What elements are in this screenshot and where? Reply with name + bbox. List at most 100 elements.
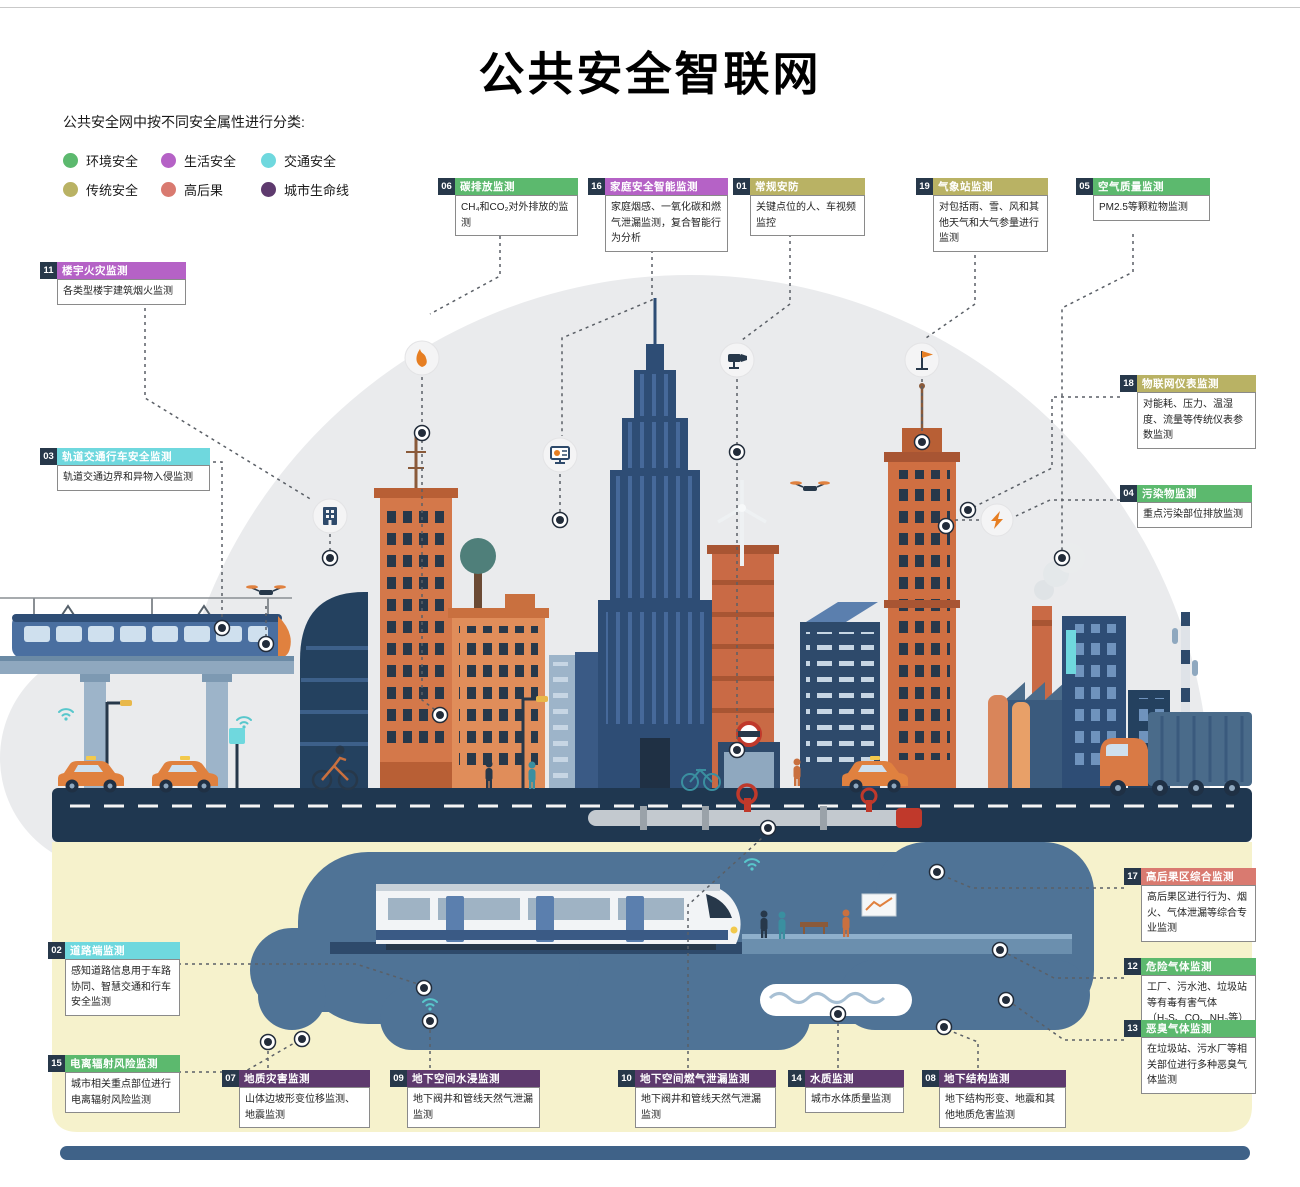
callout-header: 04 污染物监测	[1120, 485, 1252, 502]
callout-home-safety: 16 家庭安全智能监测 家庭烟感、一氧化碳和燃气泄漏监测，复合智能行为分析	[588, 178, 728, 252]
callout-number: 17	[1124, 868, 1141, 885]
callout-number: 19	[916, 178, 933, 195]
callout-header: 07 地质灾害监测	[222, 1070, 370, 1087]
subway-entrance	[718, 721, 780, 788]
water-pocket	[760, 984, 912, 1016]
callout-body: CH₄和CO₂对外排放的监测	[455, 195, 578, 236]
callout-header: 10 地下空间燃气泄漏监测	[618, 1070, 776, 1087]
truck	[1100, 712, 1252, 796]
callout-number: 14	[788, 1070, 805, 1087]
callout-number: 10	[618, 1070, 635, 1087]
callout-body: 重点污染部位排放监测	[1137, 502, 1252, 528]
callout-number: 07	[222, 1070, 239, 1087]
legend-label: 传统安全	[86, 183, 139, 198]
callout-number: 03	[40, 448, 57, 465]
callout-body: 对包括雨、雪、风和其他天气和大气参量进行监测	[933, 195, 1048, 252]
callout-header: 01 常规安防	[733, 178, 865, 195]
callout-body: 地下结构形变、地震和其他地质危害监测	[939, 1087, 1066, 1128]
callout-title: 碳排放监测	[455, 178, 578, 195]
callout-iot-meter: 18 物联网仪表监测 对能耗、压力、温湿度、流量等传统仪表参数监测	[1120, 375, 1256, 449]
legend-item: 传统安全	[63, 175, 161, 204]
callout-title: 高后果区综合监测	[1141, 868, 1256, 885]
callout-header: 05 空气质量监测	[1076, 178, 1210, 195]
scene-icons	[245, 340, 1014, 596]
callout-underground-structure: 08 地下结构监测 地下结构形变、地震和其他地质危害监测	[922, 1070, 1066, 1128]
callout-underground-gas-leak: 10 地下空间燃气泄漏监测 地下阀井和管线天然气泄漏监测	[618, 1070, 776, 1128]
callout-odor-gas: 13 恶臭气体监测 在垃圾站、污水厂等相关部位进行多种恶臭气体监测	[1124, 1020, 1256, 1094]
callout-title: 楼宇火灾监测	[57, 262, 186, 279]
callout-header: 08 地下结构监测	[922, 1070, 1066, 1087]
top-rule	[0, 7, 1300, 8]
callout-title: 气象站监测	[933, 178, 1048, 195]
legend-label: 环境安全	[86, 154, 139, 169]
building-icon	[312, 498, 348, 534]
legend-color-dot	[261, 182, 276, 197]
callout-number: 06	[438, 178, 455, 195]
legend-color-dot	[161, 153, 176, 168]
callout-number: 01	[733, 178, 750, 195]
callout-title: 空气质量监测	[1093, 178, 1210, 195]
callout-title: 地下空间水浸监测	[407, 1070, 540, 1087]
callout-ionizing-radiation: 15 电离辐射风险监测 城市相关重点部位进行电离辐射风险监测	[48, 1055, 180, 1113]
callout-carbon-emission: 06 碳排放监测 CH₄和CO₂对外排放的监测	[438, 178, 578, 236]
cctv-camera-icon	[719, 342, 755, 378]
callout-number: 08	[922, 1070, 939, 1087]
callout-title: 物联网仪表监测	[1137, 375, 1256, 392]
callout-body: PM2.5等颗粒物监测	[1093, 195, 1210, 221]
legend-color-dot	[63, 153, 78, 168]
legend-color-dot	[261, 153, 276, 168]
callout-body: 关键点位的人、车视频监控	[750, 195, 865, 236]
legend: 公共安全网中按不同安全属性进行分类: 环境安全 生活安全 交通安全 传统安全 高…	[63, 112, 391, 204]
callout-header: 09 地下空间水浸监测	[390, 1070, 540, 1087]
legend-label: 交通安全	[284, 154, 337, 169]
callout-building-fire: 11 楼宇火灾监测 各类型楼宇建筑烟火监测	[40, 262, 186, 305]
underground	[52, 783, 1252, 1160]
callout-header: 14 水质监测	[788, 1070, 904, 1087]
legend-item: 城市生命线	[261, 175, 391, 204]
callout-general-security: 01 常规安防 关键点位的人、车视频监控	[733, 178, 865, 236]
callout-title: 危险气体监测	[1141, 958, 1256, 975]
callout-number: 05	[1076, 178, 1093, 195]
legend-label: 城市生命线	[284, 183, 350, 198]
callout-weather-station: 19 气象站监测 对包括雨、雪、风和其他天气和大气参量进行监测	[916, 178, 1048, 252]
callout-header: 17 高后果区综合监测	[1124, 868, 1256, 885]
callout-header: 11 楼宇火灾监测	[40, 262, 186, 279]
legend-item: 交通安全	[261, 146, 391, 175]
callout-title: 恶臭气体监测	[1141, 1020, 1256, 1037]
flame-icon	[404, 340, 440, 376]
callout-body: 城市相关重点部位进行电离辐射风险监测	[65, 1072, 180, 1113]
callout-high-consequence-zone: 17 高后果区综合监测 高后果区进行行为、烟火、气体泄漏等综合专业监测	[1124, 868, 1256, 942]
callout-body: 感知道路信息用于车路协同、智慧交通和行车安全监测	[65, 959, 180, 1016]
legend-label: 生活安全	[184, 154, 237, 169]
callout-title: 道路端监测	[65, 942, 180, 959]
legend-item: 高后果	[161, 175, 261, 204]
legend-color-dot	[63, 182, 78, 197]
legend-item: 生活安全	[161, 146, 261, 175]
callout-water-quality: 14 水质监测 城市水体质量监测	[788, 1070, 904, 1113]
weather-vane-icon	[904, 342, 940, 378]
street-objects	[58, 696, 780, 788]
cyclist	[311, 745, 359, 791]
wind-turbine	[717, 480, 767, 566]
callout-body: 城市水体质量监测	[805, 1087, 904, 1113]
platform	[742, 893, 1072, 954]
callout-header: 19 气象站监测	[916, 178, 1048, 195]
callout-geological-hazard: 07 地质灾害监测 山体边坡形变位移监测、地震监测	[222, 1070, 370, 1128]
monitor-icon	[542, 437, 578, 473]
callout-number: 15	[48, 1055, 65, 1072]
callout-number: 11	[40, 262, 57, 279]
callout-body: 各类型楼宇建筑烟火监测	[57, 279, 186, 305]
callout-header: 16 家庭安全智能监测	[588, 178, 728, 195]
callout-number: 09	[390, 1070, 407, 1087]
callout-title: 常规安防	[750, 178, 865, 195]
legend-intro: 公共安全网中按不同安全属性进行分类:	[63, 114, 305, 130]
pollution-alert-icon	[980, 503, 1014, 537]
callout-air-quality: 05 空气质量监测 PM2.5等颗粒物监测	[1076, 178, 1210, 221]
callout-title: 水质监测	[805, 1070, 904, 1087]
callout-roadside: 02 道路端监测 感知道路信息用于车路协同、智慧交通和行车安全监测	[48, 942, 180, 1016]
callout-body: 地下阀井和管线天然气泄漏监测	[635, 1087, 776, 1128]
callout-title: 地下空间燃气泄漏监测	[635, 1070, 776, 1087]
callout-body: 地下阀井和管线天然气泄漏监测	[407, 1087, 540, 1128]
callout-body: 山体边坡形变位移监测、地震监测	[239, 1087, 370, 1128]
